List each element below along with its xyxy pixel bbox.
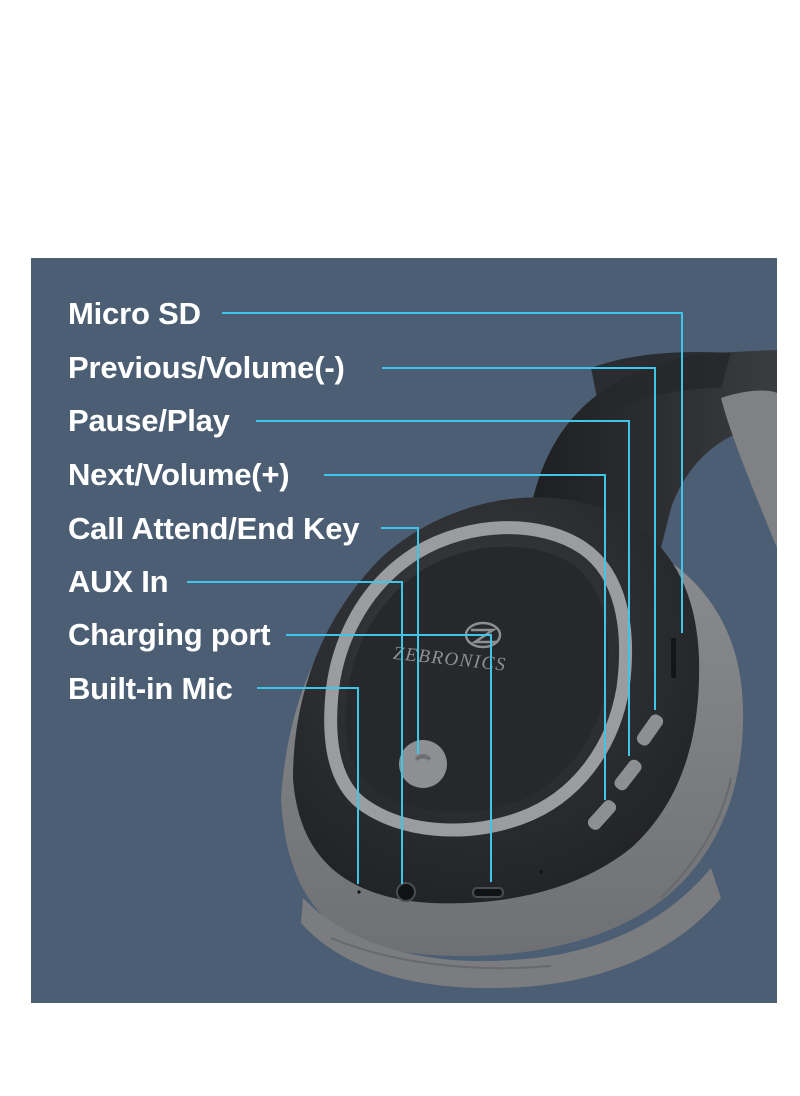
leader-line-charging xyxy=(286,634,492,882)
callout-label-charging-port: Charging port xyxy=(68,617,271,652)
feature-panel: ZEBRONICS Micro SD Previous/Volume(-) Pa… xyxy=(31,258,777,1003)
headphone-illustration: ZEBRONICS xyxy=(187,312,777,989)
ear-cup xyxy=(293,497,700,904)
leader-line-pause-play xyxy=(256,420,630,756)
callout-label-next-volume-up: Next/Volume(+) xyxy=(68,457,290,492)
callout-label-aux-in: AUX In xyxy=(68,564,169,599)
leader-line-micro-sd xyxy=(222,312,683,633)
callout-label-pause-play: Pause/Play xyxy=(68,403,230,438)
leader-line-mic xyxy=(257,687,359,884)
callout-label-call-key: Call Attend/End Key xyxy=(68,511,360,546)
callout-label-built-in-mic: Built-in Mic xyxy=(68,671,233,706)
callout-label-previous-volume-down: Previous/Volume(-) xyxy=(68,350,345,385)
leader-line-previous xyxy=(382,367,656,710)
leader-line-aux-in xyxy=(187,581,403,884)
leader-lines xyxy=(187,312,683,884)
leader-line-call-key xyxy=(381,527,419,754)
callout-label-micro-sd: Micro SD xyxy=(68,296,201,331)
leader-line-next xyxy=(324,474,606,800)
